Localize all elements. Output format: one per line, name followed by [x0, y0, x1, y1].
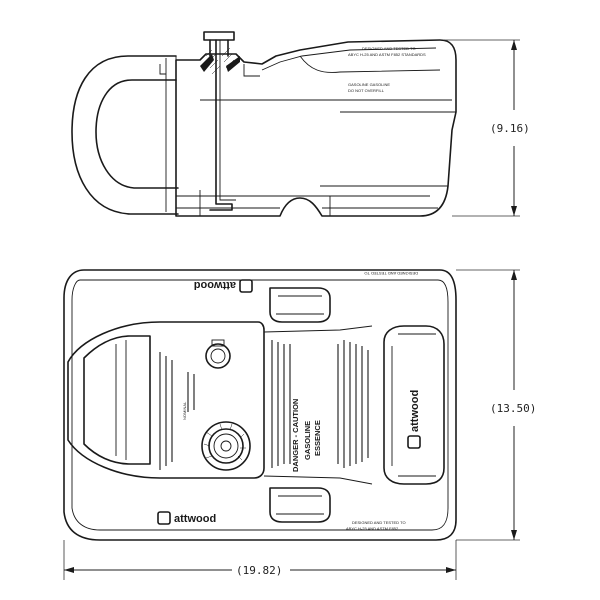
svg-text:GASOLINE GASOLINE: GASOLINE GASOLINE [348, 82, 390, 87]
brand-text-right: attwood [409, 390, 421, 432]
dimension-length: (19.82) [236, 564, 282, 577]
dimension-lines [63, 39, 520, 580]
svg-text:DESIGNED AND TESTED TO: DESIGNED AND TESTED TO [364, 271, 418, 276]
top-view: attwood attwood attwood DANGER - CAUTION… [63, 269, 457, 541]
warning-label: DANGER - CAUTION GASOLINE ESSENCE [291, 399, 322, 472]
svg-text:DESIGNED AND TESTED TO: DESIGNED AND TESTED TO [352, 520, 406, 525]
top-handle-outer [67, 321, 265, 479]
svg-text:ABYC H-25 AND ASTM F852: ABYC H-25 AND ASTM F852 [346, 526, 399, 531]
handle-outer [71, 55, 179, 215]
fill-cap [201, 421, 251, 471]
vent-cap [205, 339, 231, 369]
side-label-text: DESIGNED AND TESTED TO ABYC H-25 AND AST… [348, 46, 426, 93]
grip-pad-top [269, 287, 331, 323]
nominal-text: NOMINAL [182, 401, 187, 420]
fine-print-lines [159, 340, 369, 470]
tank-side-outline [175, 39, 457, 217]
handle-inner [95, 79, 179, 189]
grip-pad-bottom [269, 487, 331, 523]
brand-logo-right: attwood [407, 390, 421, 449]
svg-text:DESIGNED AND TESTED TO: DESIGNED AND TESTED TO [362, 46, 416, 51]
dimension-depth: (13.50) [490, 402, 536, 415]
dimension-height: (9.16) [490, 122, 530, 135]
brand-logo-bottom: attwood [157, 511, 216, 525]
pickup-tube [209, 39, 233, 211]
brand-text-bottom: attwood [174, 513, 216, 525]
side-view: DESIGNED AND TESTED TO ABYC H-25 AND AST… [71, 31, 457, 217]
top-handle-inner [83, 335, 151, 465]
top-right-recess [383, 325, 445, 485]
svg-text:ABYC H-25 AND ASTM F852 STANDA: ABYC H-25 AND ASTM F852 STANDARDS [348, 52, 426, 57]
tank-top-outline [63, 269, 457, 541]
svg-text:DO NOT OVERFILL: DO NOT OVERFILL [348, 88, 385, 93]
brand-logo-top: attwood [194, 279, 253, 293]
gasoline-text: GASOLINE [303, 421, 312, 460]
danger-caution-text: DANGER - CAUTION [291, 399, 300, 472]
fill-neck-hatching [200, 47, 240, 75]
essence-text: ESSENCE [313, 420, 322, 456]
brand-text-top: attwood [194, 279, 236, 291]
side-fill-cap [203, 31, 235, 41]
